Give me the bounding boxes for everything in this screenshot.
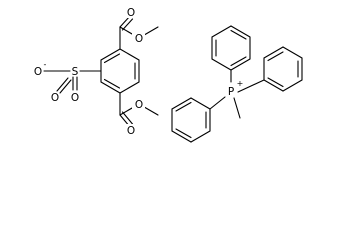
atom-mask: [132, 98, 145, 110]
sulfur-label: S: [72, 66, 79, 78]
ring-double-bond: [230, 29, 247, 40]
atom-mask: [132, 32, 145, 44]
p-phenyl-bond: [209, 96, 226, 110]
positive-charge-label: +: [237, 79, 244, 88]
carbonyl-oxygen-label: O: [127, 125, 135, 137]
ether-oxygen-label: O: [135, 99, 143, 111]
ring-double-bond: [175, 101, 192, 112]
methyl-ester-top: O O: [119, 6, 159, 50]
sulfonyl-double-bond: [59, 79, 72, 94]
ring-bond: [100, 48, 121, 61]
negative-charge-label: -: [44, 60, 47, 69]
ring-bond: [190, 130, 211, 143]
phenyl-ring-top: [211, 25, 251, 71]
ring-bond: [119, 48, 140, 61]
ring-bond: [119, 81, 140, 94]
anionic-oxygen-label: O: [34, 66, 42, 78]
ring-bond: [211, 25, 232, 38]
phenyl-ring-right: [263, 46, 303, 92]
phosphonium-cation: P +: [171, 25, 303, 143]
ring-bond: [230, 58, 251, 71]
methyl-ester-bottom: O O: [119, 92, 159, 137]
p-methyl-bond: [233, 97, 241, 119]
benzene-ring-central: [100, 48, 140, 94]
ring-bond: [100, 81, 121, 94]
ring-bond: [282, 79, 303, 92]
ring-double-bond: [230, 56, 247, 67]
sulfonyl-oxygen-label: O: [51, 92, 59, 104]
atom-mask: [125, 124, 138, 136]
chemical-structure-canvas: O O O O S O - O O: [34, 6, 303, 143]
phenyl-ring-lower-left: [171, 97, 211, 143]
carbonyl-double-bond: [121, 111, 134, 125]
ring-double-bond: [103, 78, 121, 89]
ether-oxygen-label: O: [135, 33, 143, 45]
ring-double-bond: [175, 128, 192, 139]
sulfonate-anion: O O O O S O - O O: [34, 6, 159, 137]
carbonyl-double-bond: [121, 18, 134, 31]
chemical-structure-drawing: O O O O S O - O O: [34, 6, 303, 143]
ring-bond: [263, 46, 284, 59]
ring-double-bond: [267, 77, 284, 88]
ring-bond: [171, 97, 192, 110]
ring-bond: [211, 58, 232, 71]
p-phenyl-bond: [237, 79, 265, 93]
carbonyl-oxygen-label: O: [127, 7, 135, 19]
ring-double-bond: [103, 53, 121, 64]
ring-double-bond: [267, 51, 284, 62]
sulfonate-group: S O - O O: [34, 60, 102, 104]
atom-mask: [125, 6, 138, 18]
ring-bond: [282, 46, 303, 59]
sulfonyl-double-bond: [56, 77, 69, 92]
ring-bond: [171, 130, 192, 143]
ring-bond: [263, 79, 284, 92]
sulfonyl-oxygen-label: O: [71, 92, 79, 104]
ring-bond: [230, 25, 251, 38]
ring-bond: [190, 97, 211, 110]
phosphorus-label: P: [228, 86, 234, 98]
